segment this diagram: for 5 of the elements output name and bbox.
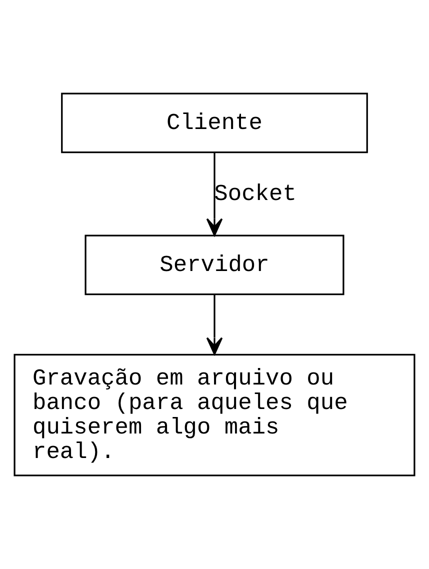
arrow <box>206 152 223 236</box>
node-box: Cliente <box>61 92 368 154</box>
node-box: Servidor <box>84 234 344 296</box>
node-box: Gravação em arquivo ou banco (para aqueles que quiserem algo mais real). <box>14 354 416 476</box>
arrow <box>206 294 223 355</box>
